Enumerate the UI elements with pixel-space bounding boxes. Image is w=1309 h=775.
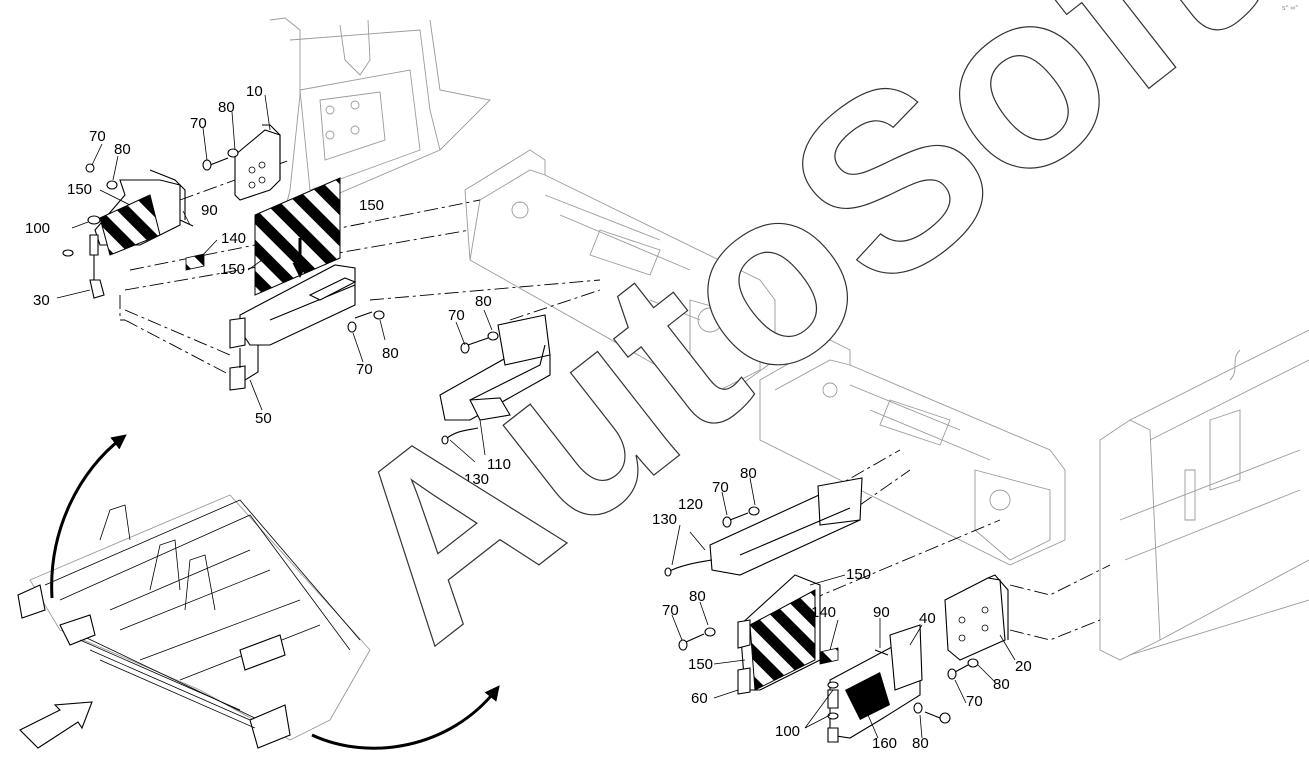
machine-tower-outline — [269, 17, 491, 211]
callout-80: 80 — [382, 345, 399, 362]
callout-70: 70 — [712, 479, 729, 496]
callout-140: 140 — [221, 230, 246, 247]
bracket-20 — [944, 574, 1009, 680]
holder-50 — [229, 264, 385, 391]
callout-80: 80 — [689, 588, 706, 605]
callout-140: 140 — [811, 604, 836, 621]
callout-30: 30 — [33, 292, 50, 309]
leader-lines — [56, 94, 1016, 739]
callout-70: 70 — [356, 361, 373, 378]
view-direction-arrow — [19, 701, 93, 749]
callout-20: 20 — [1015, 658, 1032, 675]
corner-mark: s° ∞° — [1282, 4, 1298, 12]
chassis-frame-lower — [759, 339, 1066, 566]
callout-labels: 10 80 70 70 80 150 90 100 30 150 140 150… — [25, 83, 1032, 752]
callout-40: 40 — [919, 610, 936, 627]
callout-70: 70 — [89, 128, 106, 145]
warning-plate-upper — [185, 177, 341, 296]
machine-body-right — [1099, 329, 1309, 661]
callout-70: 70 — [966, 693, 983, 710]
callout-110: 110 — [487, 456, 511, 473]
callout-70: 70 — [190, 115, 207, 132]
callout-150: 150 — [846, 566, 871, 583]
callout-70: 70 — [662, 602, 679, 619]
overview-machine — [17, 494, 371, 749]
bracket-40 — [827, 624, 951, 743]
callout-10: 10 — [246, 83, 263, 100]
callout-60: 60 — [691, 690, 708, 707]
callout-130: 130 — [652, 511, 677, 528]
bracket-30 — [62, 163, 194, 299]
bracket-10 — [202, 124, 281, 201]
callout-80: 80 — [218, 99, 235, 116]
bracket-110 — [439, 314, 551, 445]
callout-130: 130 — [464, 471, 489, 488]
callout-90: 90 — [873, 604, 890, 621]
callout-150: 150 — [359, 197, 384, 214]
callout-80: 80 — [740, 465, 757, 482]
callout-150: 150 — [220, 261, 245, 278]
callout-120: 120 — [678, 496, 703, 513]
callout-100: 100 — [25, 220, 50, 237]
curved-arrow-up — [50, 434, 127, 599]
curved-arrow-right — [311, 685, 500, 750]
callout-80: 80 — [114, 141, 131, 158]
bracket-120 — [664, 477, 863, 577]
callout-80: 80 — [475, 293, 492, 310]
chassis-frame-upper — [464, 149, 776, 401]
callout-80: 80 — [993, 676, 1010, 693]
callout-100: 100 — [775, 723, 800, 740]
callout-150: 150 — [688, 656, 713, 673]
callout-50: 50 — [255, 410, 272, 427]
warning-plate-lower — [678, 574, 839, 695]
callout-150: 150 — [67, 181, 92, 198]
callout-70: 70 — [448, 307, 465, 324]
callout-80: 80 — [912, 735, 929, 752]
callout-90: 90 — [201, 202, 218, 219]
callout-160: 160 — [872, 735, 897, 752]
